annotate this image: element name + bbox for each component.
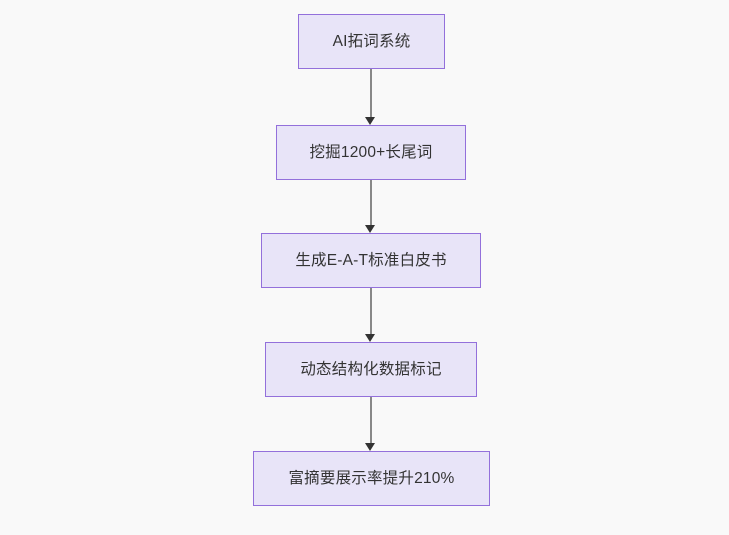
flow-node-label: AI拓词系统 — [332, 32, 411, 50]
flow-node-rich-snippet-result[interactable]: 富摘要展示率提升210% — [253, 451, 490, 506]
flow-edge-4 — [370, 397, 372, 443]
flow-node-longtail-keywords[interactable]: 挖掘1200+长尾词 — [276, 125, 466, 180]
flow-node-label: 富摘要展示率提升210% — [288, 469, 455, 487]
arrow-head-icon-3 — [365, 334, 375, 342]
arrow-head-icon-1 — [365, 117, 375, 125]
flow-node-eat-whitepaper[interactable]: 生成E-A-T标准白皮书 — [261, 233, 481, 288]
flow-node-label: 生成E-A-T标准白皮书 — [295, 251, 447, 269]
flow-node-ai-keyword-system[interactable]: AI拓词系统 — [298, 14, 445, 69]
flow-edge-3 — [370, 288, 372, 334]
arrow-head-icon-2 — [365, 225, 375, 233]
flow-node-label: 动态结构化数据标记 — [300, 360, 442, 378]
flow-node-label: 挖掘1200+长尾词 — [309, 143, 433, 161]
flow-edge-1 — [370, 69, 372, 117]
flow-edge-2 — [370, 180, 372, 225]
flow-node-structured-data-markup[interactable]: 动态结构化数据标记 — [265, 342, 477, 397]
arrow-head-icon-4 — [365, 443, 375, 451]
